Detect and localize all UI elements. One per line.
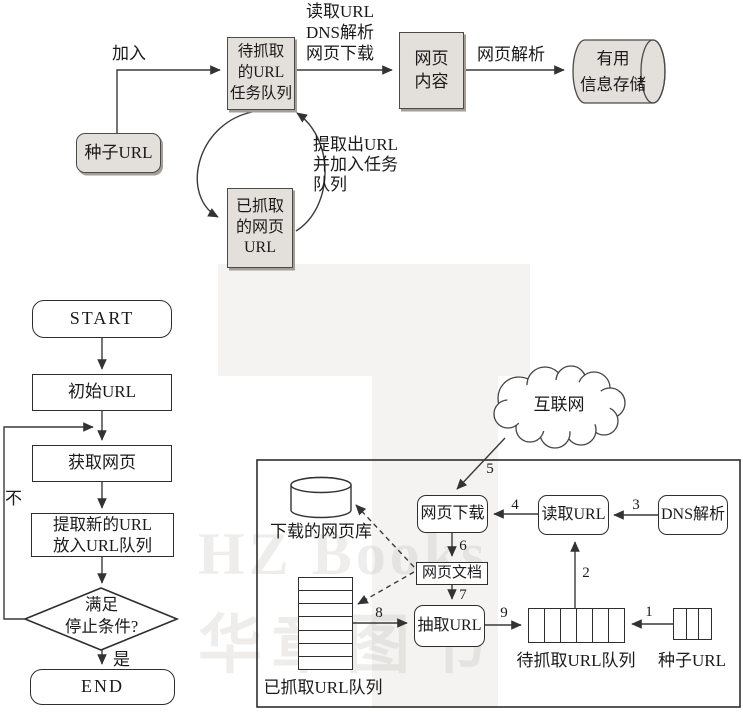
loop-arrow-label: 提取出URL 并加入任务 队列 [313,135,398,194]
queue-cell [593,609,609,642]
flowchart-yes-label: 是 [113,650,130,669]
parse-arrow-label: 网页解析 [477,45,545,64]
watermark-band [218,264,530,376]
arrow-no-feedback [3,422,94,620]
arrow-seed-to-queue [116,65,221,133]
flowchart-extract-urls: 提取新的URL 放入URL队列 [31,513,174,557]
loop-arc-left [196,111,253,218]
queue-cell [577,609,593,642]
step-8-label: 8 [375,605,383,621]
queue-cell [699,609,711,639]
queue-cell [299,644,352,657]
step-9-label: 9 [500,605,508,621]
step-6-label: 6 [459,538,467,554]
queue-cell [299,657,352,669]
watermark-band [372,376,498,708]
flowchart-start: START [32,300,172,338]
queue-cell [299,631,352,644]
loop-arc-right [295,112,326,232]
flowchart-no-label: 不 [5,489,22,508]
step-2-label: 2 [582,565,590,581]
downloaded-pages-cylinder [290,476,352,519]
queue-cell [687,609,700,639]
extract-url-node: 抽取URL [414,605,485,647]
dns-resolve-node: DNS解析 [658,495,728,535]
queue-cell [529,609,545,642]
fetch-steps-label: 读取URL DNS解析 网页下载 [306,2,375,63]
queue-cell [609,609,624,642]
step-5-label: 5 [486,461,494,477]
flowchart-fetch-page: 获取网页 [32,445,172,482]
crawled-url-queue [298,577,353,670]
queue-cell [299,591,352,605]
flowchart-end: END [30,669,175,705]
storage-cylinder-label: 有用 信息存储 [580,49,646,94]
page-content-node: 网页 内容 [399,32,464,109]
queue-cell [561,609,577,642]
downloaded-pages-label: 下载的网页库 [270,522,372,541]
join-arrow-label: 加入 [112,44,146,63]
page-doc-node: 网页文档 [416,562,488,585]
queue-cell [299,604,352,618]
seed-url-queue [673,608,712,640]
pending-queue-label: 待抓取URL队列 [516,651,636,670]
queue-cell [545,609,561,642]
page-download-node: 网页下载 [417,495,488,533]
seed-queue-label: 种子URL [658,651,726,670]
queue-cell [299,578,352,592]
queue-cell [674,609,687,639]
step-1-label: 1 [645,604,653,620]
dashed-arrow-doc-to-crawledqueue [357,571,415,605]
internet-cloud-label: 互联网 [533,395,585,414]
flowchart-stop-condition-label: 满足 停止条件? [64,595,139,637]
seed-url-node: 种子URL [76,133,161,173]
task-queue-node: 待抓取 的URL 任务队列 [227,37,295,110]
read-url-node: 读取URL [538,495,609,535]
crawled-url-node: 已抓取 的网页 URL [227,188,293,268]
internet-cloud [493,365,626,449]
step-7-label: 7 [459,587,467,603]
step-3-label: 3 [632,497,640,513]
arrow-step5 [456,437,506,490]
storage-cylinder [572,39,666,104]
queue-cell [299,617,352,631]
architecture-frame [256,459,741,708]
flowchart-initial-url: 初始URL [32,374,172,411]
pending-url-queue [528,608,625,643]
crawled-queue-label: 已抓取URL队列 [263,678,383,697]
step-4-label: 4 [511,497,519,513]
decision-diamond [22,587,180,651]
